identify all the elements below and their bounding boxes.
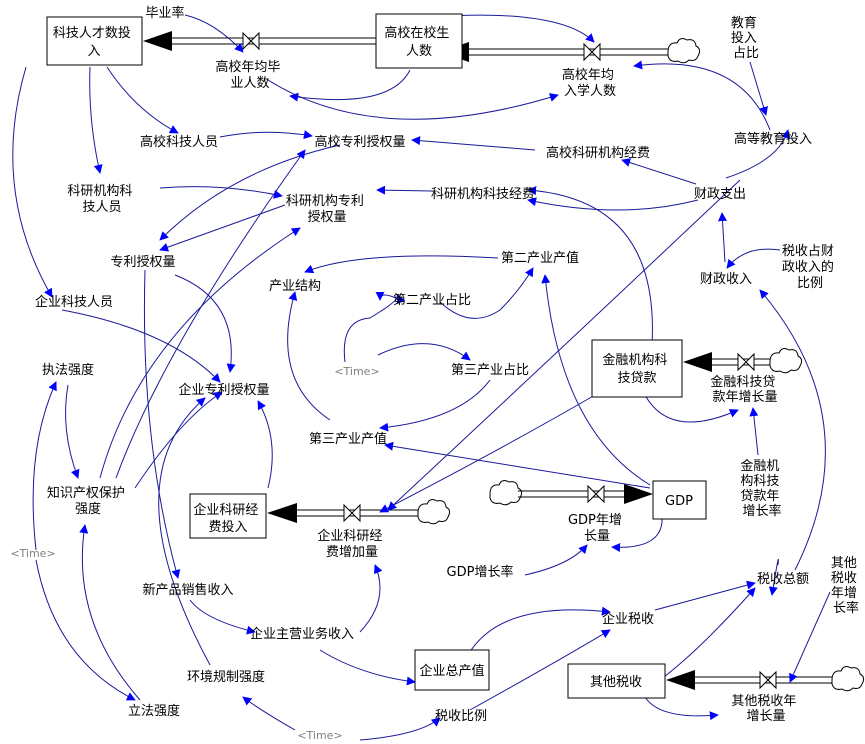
var-patents[interactable]: 专利授权量 xyxy=(110,254,175,270)
valve-icon xyxy=(583,42,601,62)
valve-icon xyxy=(759,670,777,690)
var-secondary-share[interactable]: 第二产业占比 xyxy=(393,293,471,308)
cloud-icon xyxy=(769,348,803,374)
stock-talent[interactable]: 科技人才数投 入 xyxy=(46,16,143,66)
stock-gdp[interactable]: GDP xyxy=(652,480,707,520)
valve-icon xyxy=(242,31,260,51)
var-ip-protection[interactable]: 知识产权保护 强度 xyxy=(47,485,129,517)
stock-label: 高校在校生 人数 xyxy=(384,25,453,59)
var-inst-patents[interactable]: 科研机构专利 授权量 xyxy=(286,194,368,225)
flow-pipe-firm-rd xyxy=(267,499,451,525)
var-enrollment-flow[interactable]: 高校年均 入学人数 xyxy=(562,67,618,99)
flow-pipe-graduation xyxy=(143,31,376,51)
stock-label: 其他税收 xyxy=(590,675,642,690)
var-fiscal-exp[interactable]: 财政支出 xyxy=(694,187,746,202)
var-firm-staff[interactable]: 企业科技人员 xyxy=(35,294,113,310)
flow-pipe-loan xyxy=(683,348,803,374)
var-graduation-flow[interactable]: 高校年均毕 业人数 xyxy=(215,59,284,91)
var-inst-staff[interactable]: 科研机构科 技人员 xyxy=(67,184,136,215)
stock-other-tax[interactable]: 其他税收 xyxy=(567,663,666,699)
var-edu-share[interactable]: 教育 投入 占比 xyxy=(731,15,761,61)
var-gdp-growth-flow[interactable]: GDP年增 长量 xyxy=(568,513,626,544)
causal-links xyxy=(12,14,831,741)
cloud-icon xyxy=(831,666,865,692)
var-other-tax-growth[interactable]: 其他税收年 增长量 xyxy=(731,694,800,724)
var-industry-structure[interactable]: 产业结构 xyxy=(269,279,321,294)
variable-labels: 毕业率 高校年均毕 业人数 高校年均 入学人数 教育 投入 占比 高等教育投入 … xyxy=(10,5,861,742)
var-firm-patents[interactable]: 企业专利授权量 xyxy=(178,382,269,398)
shadow-time-3[interactable]: <Time> xyxy=(297,729,342,742)
cloud-icon xyxy=(489,480,523,506)
stock-students[interactable]: 高校在校生 人数 xyxy=(375,13,463,69)
cloud-icon xyxy=(417,499,451,525)
var-gdp-growth-rate[interactable]: GDP增长率 xyxy=(447,564,514,580)
stock-firm-output[interactable]: 企业总产值 xyxy=(414,649,490,691)
stock-label: 企业科研经 费投入 xyxy=(193,502,262,535)
stock-firm-rd-input[interactable]: 企业科研经 费投入 xyxy=(189,493,267,539)
flow-pipe-gdp xyxy=(489,480,653,506)
stock-label: 金融机构科 技贷款 xyxy=(602,352,671,386)
var-tax-total[interactable]: 税收总额 xyxy=(757,572,809,587)
valve-icon xyxy=(737,352,755,372)
shadow-time-2[interactable]: <Time> xyxy=(10,547,55,560)
var-graduation-rate[interactable]: 毕业率 xyxy=(145,5,184,21)
var-loan-growth-rate[interactable]: 金融机 构科技 贷款年 增长率 xyxy=(740,458,783,519)
shadow-time-1[interactable]: <Time> xyxy=(334,365,379,378)
stock-label: 科技人才数投 入 xyxy=(53,25,135,59)
var-firm-tax[interactable]: 企业税收 xyxy=(602,611,654,627)
var-higher-edu-invest[interactable]: 高等教育投入 xyxy=(734,131,812,147)
valve-icon xyxy=(587,484,605,504)
stock-financial-loans[interactable]: 金融机构科 技贷款 xyxy=(591,339,683,398)
var-tax-rate[interactable]: 税收比例 xyxy=(435,709,487,724)
flow-pipe-other-tax xyxy=(666,666,865,692)
var-secondary-output[interactable]: 第二产业产值 xyxy=(501,250,579,266)
cloud-icon xyxy=(667,38,701,64)
var-firm-rd-growth[interactable]: 企业科研经 费增加量 xyxy=(317,528,386,560)
var-univ-funds[interactable]: 高校科研机构经费 xyxy=(546,145,650,161)
var-tertiary-output[interactable]: 第三产业产值 xyxy=(309,431,387,447)
flow-pipe-enrollment xyxy=(440,38,701,64)
var-tax-share-revenue[interactable]: 税收占财 政收入的 比例 xyxy=(782,244,838,291)
var-fiscal-revenue[interactable]: 财政收入 xyxy=(700,272,752,287)
var-other-tax-growth-rate[interactable]: 其他 税收 年增 长率 xyxy=(831,556,861,616)
stock-label: 企业总产值 xyxy=(419,663,484,679)
var-main-business-income[interactable]: 企业主营业务收入 xyxy=(250,626,354,642)
var-univ-patents[interactable]: 高校专利授权量 xyxy=(314,134,405,150)
var-loan-growth[interactable]: 金融科技贷 款年增长量 xyxy=(710,374,779,405)
stock-label: GDP xyxy=(665,494,693,509)
valve-icon xyxy=(343,503,361,523)
var-univ-staff[interactable]: 高校科技人员 xyxy=(140,134,218,150)
var-legislation[interactable]: 立法强度 xyxy=(128,703,180,719)
var-enforcement[interactable]: 执法强度 xyxy=(42,362,94,378)
var-env-regulation[interactable]: 环境规制强度 xyxy=(187,669,265,685)
var-new-product-sales[interactable]: 新产品销售收入 xyxy=(142,582,233,598)
var-inst-funds[interactable]: 科研机构科技经费 xyxy=(431,187,535,202)
var-tertiary-share[interactable]: 第三产业占比 xyxy=(451,363,529,378)
